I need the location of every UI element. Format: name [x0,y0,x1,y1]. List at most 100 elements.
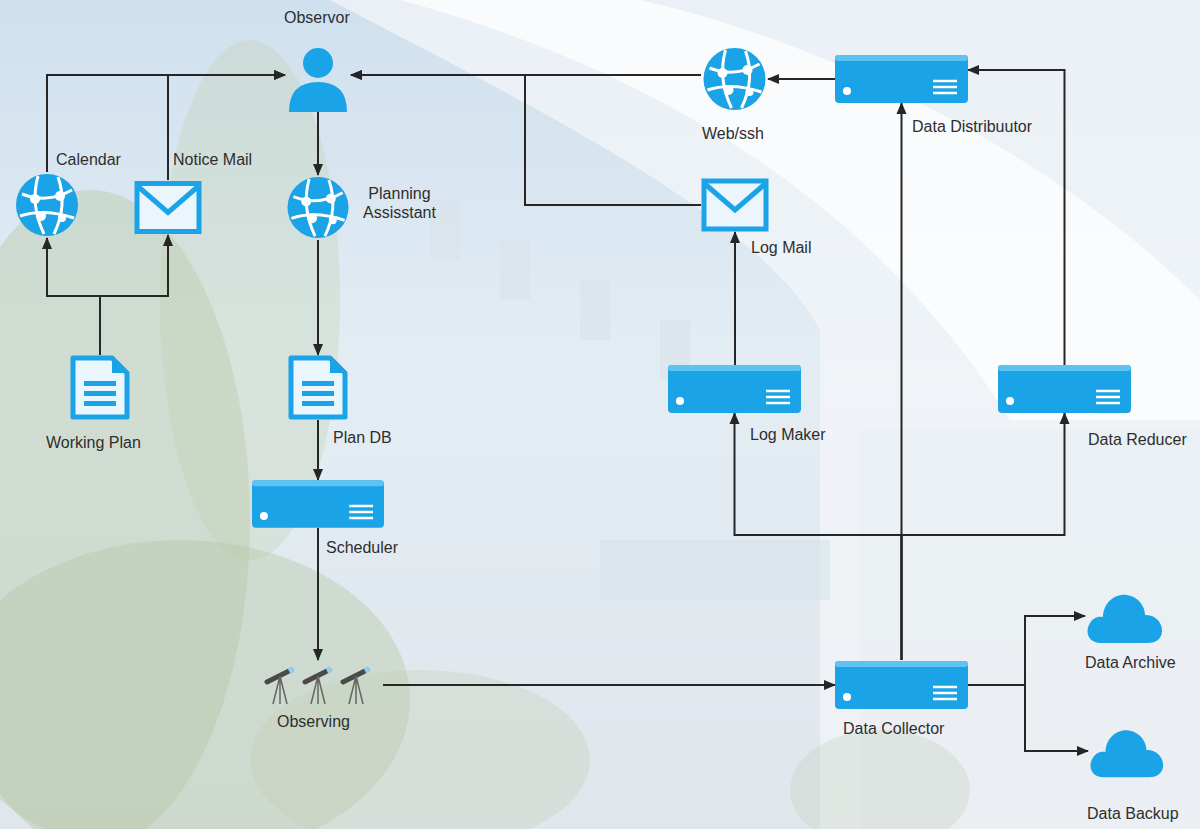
cloud-shape [1088,595,1163,643]
document-line [302,401,334,406]
node-label: Plan DB [333,428,392,447]
globe-dot [743,65,753,75]
person-head [303,48,333,78]
flow-arrow [351,74,701,76]
telescope-lens [365,669,369,671]
globe-line [325,180,333,236]
cloud-node: Data Backup [1088,712,1164,790]
telescope-lens [327,669,331,671]
node-label: Web/ssh [702,124,764,143]
server-top [998,365,1131,371]
cloud-icon [1085,587,1163,645]
globe-dot [58,214,66,222]
cloud-shape [1090,730,1163,777]
document-page [291,358,345,417]
telescope-tripod [349,676,363,704]
telescope-tripod [311,676,325,704]
person-icon [285,47,351,112]
flow-arrow [168,75,285,180]
node-label: Data Archive [1085,653,1176,672]
server-node: Data Collector [835,660,968,710]
globe-line [35,176,44,234]
server-node: Log Maker [668,365,801,413]
node-label: Observor [284,8,350,27]
flow-arrow [47,238,100,355]
server-box [668,365,801,413]
node-label: Calendar [56,150,121,169]
envelope-body [704,181,766,229]
globe-disc [287,177,348,238]
document-line [302,381,334,386]
document-line [84,381,116,386]
document-line [84,401,116,406]
server-node: Scheduler [252,480,384,528]
node-label: Log Mail [751,238,811,257]
flow-arrow [317,240,319,355]
flow-arrow [968,685,1088,751]
server-box [835,661,968,709]
flow-arrow [768,78,835,80]
flow-arrow [100,235,168,355]
flow-arrow [734,232,737,365]
server-top [835,661,968,667]
telescope-tripod [273,676,287,704]
shrub [790,730,970,829]
server-led [260,512,268,520]
globe-line [742,51,750,108]
server-top [668,365,801,371]
document-line [84,391,116,396]
telescope [305,669,331,704]
cloud-node: Data Archive [1085,587,1163,645]
document-fold [112,358,127,373]
envelope-flap [138,187,198,213]
cloud-icon [1088,712,1164,790]
globe-dot [746,88,754,96]
building-bridge [600,540,830,600]
flow-arrow [968,70,1065,365]
server-vents [766,391,790,403]
server-node: Data Distribuutor [835,55,968,103]
person-node: Observor [285,47,351,112]
mail-icon [134,180,202,235]
document-icon [288,355,348,420]
node-label: Data Backup [1087,804,1179,823]
globe-node: Calendar [14,172,80,238]
globe-node: Web/ssh [701,46,768,112]
server-led [843,693,851,701]
flow-arrow [47,75,285,172]
globe-dot [718,68,728,78]
flow-arrow [317,112,319,175]
globe-line [306,179,315,236]
globe-icon [285,175,351,240]
server-icon [668,365,801,413]
node-label: Log Maker [750,425,826,444]
node-label: Data Distribuutor [912,117,1032,136]
server-icon [835,55,968,103]
globe-dot [307,213,317,223]
document-fold [330,358,345,373]
server-vents [933,687,957,699]
server-top [835,55,968,61]
telescope-node: Observing [253,660,383,710]
node-label: Data Reducer [1088,430,1187,449]
server-vents [933,81,957,93]
globe-dot [724,85,734,95]
globe-dot [30,194,40,204]
server-vents [1096,391,1120,403]
server-box [998,365,1131,413]
globe-icon [701,46,768,112]
document-line [302,391,334,396]
envelope-flap [705,184,765,210]
globe-disc [16,174,78,236]
server-icon [998,365,1131,413]
server-icon [252,480,384,528]
telescope-lens [289,669,293,671]
flow-arrow [317,420,319,480]
document-node: Working Plan [70,355,130,420]
globe-line [54,177,62,234]
flow-arrow [902,413,1065,660]
mail-node: Log Mail [701,178,769,232]
person-body [289,82,347,112]
globe-dot [301,197,311,207]
